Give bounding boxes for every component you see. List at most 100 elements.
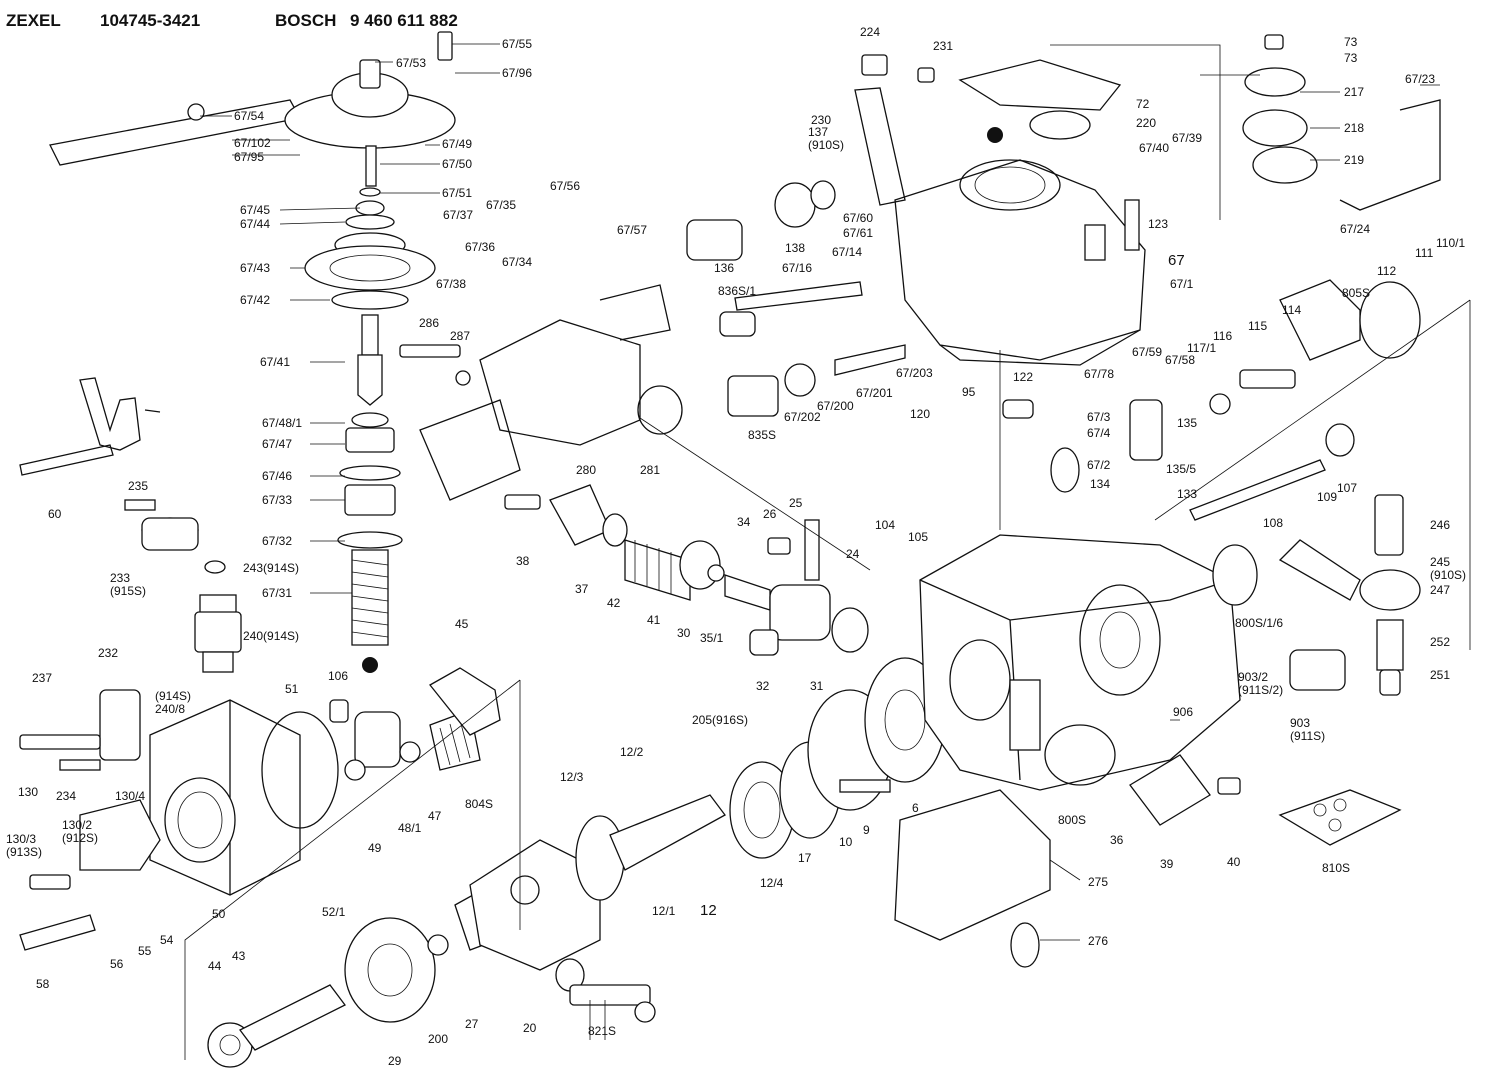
label-217: 217 [1344, 85, 1364, 99]
label-67-2: 67/2 [1087, 458, 1111, 472]
label-67-200: 67/200 [817, 399, 854, 413]
label-135: 135 [1177, 416, 1197, 430]
label-120: 120 [910, 407, 930, 421]
label-218: 218 [1344, 121, 1364, 135]
label-67: 67 [1168, 252, 1185, 269]
label-117-1: 117/1 [1187, 341, 1216, 355]
label-12-4: 12/4 [760, 876, 784, 890]
drive-shaft-assembly [207, 839, 656, 1068]
label-67-55: 67/55 [502, 37, 532, 51]
governor-cover-assembly [49, 31, 456, 673]
upper-bolts [686, 54, 1080, 493]
distributor-head-block [19, 689, 339, 951]
label-34: 34 [737, 515, 751, 529]
solenoid-240 [124, 499, 242, 673]
label-67-53: 67/53 [396, 56, 426, 70]
label-240: 240(914S) [243, 629, 299, 643]
label-12-1: 12/1 [652, 904, 676, 918]
main-pump-housing [894, 534, 1241, 968]
label-67-23: 67/23 [1405, 72, 1435, 86]
label-35-1: 35/1 [700, 631, 724, 645]
label-12-3: 12/3 [560, 770, 584, 784]
label-286: 286 [419, 316, 439, 330]
label-45: 45 [455, 617, 469, 631]
governor-lever-housing [399, 284, 683, 501]
label-276: 276 [1088, 934, 1108, 948]
label-67-43: 67/43 [240, 261, 270, 275]
label-67-102: 67/102 [234, 136, 271, 150]
label-107: 107 [1337, 481, 1357, 495]
label-30: 30 [677, 626, 691, 640]
label-67-33: 67/33 [262, 493, 292, 507]
label-130-3: 130/3(913S) [6, 832, 42, 859]
label-67-54: 67/54 [234, 109, 264, 123]
governor-upper-block [894, 59, 1146, 366]
label-67-48-1: 67/48/1 [262, 416, 302, 430]
label-95: 95 [962, 385, 976, 399]
label-49: 49 [368, 841, 382, 855]
label-246: 246 [1430, 518, 1450, 532]
label-67-37: 67/37 [443, 208, 473, 222]
part-labels: 67/55 67/53 67/96 67/54 67/102 67/95 67/… [6, 25, 1466, 1068]
label-800S: 800S [1058, 813, 1086, 827]
label-39: 39 [1160, 857, 1174, 871]
label-821S: 821S [588, 1024, 616, 1038]
label-130: 130 [18, 785, 38, 799]
plunger-spring-set [329, 667, 501, 781]
label-67-50: 67/50 [442, 157, 472, 171]
label-114: 114 [1282, 303, 1301, 317]
label-105: 105 [908, 530, 928, 544]
label-111: 111 [1415, 246, 1434, 260]
label-20: 20 [523, 1021, 537, 1035]
label-240-8: (914S)240/8 [155, 689, 191, 716]
label-40: 40 [1227, 855, 1241, 869]
label-67-44: 67/44 [240, 217, 270, 231]
label-67-16: 67/16 [782, 261, 812, 275]
label-9: 9 [863, 823, 870, 837]
label-130-2: 130/2(912S) [62, 818, 98, 845]
label-73-b: 73 [1344, 51, 1358, 65]
label-67-34: 67/34 [502, 255, 532, 269]
label-42: 42 [607, 596, 621, 610]
label-836S-1: 836S/1 [718, 284, 756, 298]
label-67-45: 67/45 [240, 203, 270, 217]
label-903: 903(911S) [1290, 716, 1325, 743]
label-104: 104 [875, 518, 895, 532]
label-130-4: 130/4 [115, 789, 145, 803]
label-903-2: 903/2(911S/2) [1238, 670, 1283, 697]
maker-bosch: BOSCH [275, 11, 336, 30]
label-37: 37 [575, 582, 589, 596]
label-67-14: 67/14 [832, 245, 862, 259]
label-67-60: 67/60 [843, 211, 873, 225]
label-67-49: 67/49 [442, 137, 472, 151]
right-side-parts [1129, 34, 1441, 846]
maker-zexel: ZEXEL [6, 11, 61, 30]
label-67-58: 67/58 [1165, 353, 1195, 367]
label-67-1: 67/1 [1170, 277, 1194, 291]
label-56: 56 [110, 957, 124, 971]
feed-pump-parts [575, 657, 946, 901]
label-67-41: 67/41 [260, 355, 290, 369]
label-112: 112 [1377, 264, 1396, 278]
label-906: 906 [1173, 705, 1193, 719]
label-67-36: 67/36 [465, 240, 495, 254]
label-67-38: 67/38 [436, 277, 466, 291]
label-275: 275 [1088, 875, 1108, 889]
label-43: 43 [232, 949, 246, 963]
label-230: 230 [811, 113, 831, 127]
label-136: 136 [714, 261, 734, 275]
label-12-2: 12/2 [620, 745, 644, 759]
label-219: 219 [1344, 153, 1364, 167]
label-224: 224 [860, 25, 880, 39]
label-27: 27 [465, 1017, 479, 1031]
label-205: 205(916S) [692, 713, 748, 727]
label-138: 138 [785, 241, 805, 255]
label-122: 122 [1013, 370, 1033, 384]
label-67-40: 67/40 [1139, 141, 1169, 155]
label-29: 29 [388, 1054, 402, 1068]
label-54: 54 [160, 933, 174, 947]
label-67-201: 67/201 [856, 386, 893, 400]
label-48-1: 48/1 [398, 821, 422, 835]
label-31: 31 [810, 679, 824, 693]
label-810S: 810S [1322, 861, 1350, 875]
